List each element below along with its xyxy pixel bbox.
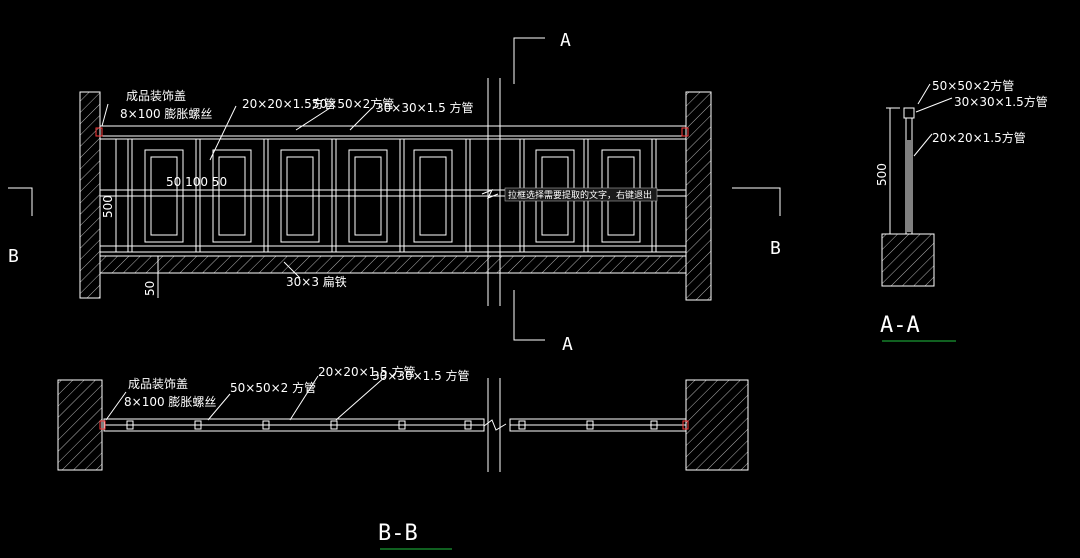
left-wall bbox=[79, 91, 101, 299]
section-aa-view bbox=[881, 83, 956, 342]
section-aa-label-tube-mid: 30×30×1.5方管 bbox=[954, 94, 1048, 109]
elevation-view bbox=[8, 37, 781, 341]
section-bb-left-wall bbox=[57, 379, 103, 471]
section-bb-title: B-B bbox=[378, 521, 418, 546]
section-bb-label-tube-small: 20×20×1.5 方管 bbox=[318, 364, 416, 379]
text-extract-tooltip: 拉框选择需要提取的文字，右键退出 bbox=[481, 187, 658, 202]
section-bb-label-tube-large: 50×50×2 方管 bbox=[230, 380, 316, 395]
section-bb-label-bolt: 8×100 膨胀螺丝 bbox=[124, 395, 216, 409]
section-aa-title: A-A bbox=[880, 313, 920, 338]
section-bb-label-cap: 成品装饰盖 bbox=[128, 377, 188, 391]
section-aa-dim-500: 500 bbox=[875, 163, 889, 186]
top-rail bbox=[99, 125, 687, 137]
right-wall bbox=[685, 91, 712, 301]
anchor-right bbox=[681, 127, 689, 137]
section-aa-label-tube-large: 50×50×2方管 bbox=[932, 78, 1014, 93]
section-aa-base bbox=[881, 233, 935, 287]
elevation-label-tube-mid: 30×30×1.5 方管 bbox=[376, 100, 474, 115]
section-bb-view bbox=[57, 375, 749, 550]
elevation-label-cap: 成品装饰盖 bbox=[126, 89, 186, 103]
elevation-label-tube-small: 20×20×1.5方管 bbox=[242, 96, 336, 111]
section-marker-b-right: B bbox=[770, 238, 781, 259]
elevation-label-flat-bar: 30×3 扁铁 bbox=[286, 275, 347, 289]
section-marker-b-left: B bbox=[8, 246, 19, 267]
section-bb-label-tube-mid: 30×30×1.5 方管 bbox=[372, 368, 470, 383]
elevation-label-tube-large: 50×50×2方管 bbox=[312, 96, 394, 111]
section-marker-a-bottom: A bbox=[562, 334, 573, 355]
elevation-dim-50-100-50: 50 100 50 bbox=[166, 175, 227, 189]
elevation-dim-500: 500 bbox=[101, 195, 115, 218]
svg-text:拉框选择需要提取的文字，右键退出: 拉框选择需要提取的文字，右键退出 bbox=[508, 189, 652, 201]
section-bb-post-dots bbox=[126, 420, 658, 430]
section-bb-right-wall bbox=[685, 379, 749, 471]
section-aa-label-tube-small: 20×20×1.5方管 bbox=[932, 130, 1026, 145]
elevation-dim-50: 50 bbox=[143, 281, 157, 296]
base-slab bbox=[99, 255, 687, 274]
anchor-left bbox=[95, 127, 103, 137]
elevation-label-bolt: 8×100 膨胀螺丝 bbox=[120, 107, 212, 121]
section-marker-a-top: A bbox=[560, 30, 571, 51]
